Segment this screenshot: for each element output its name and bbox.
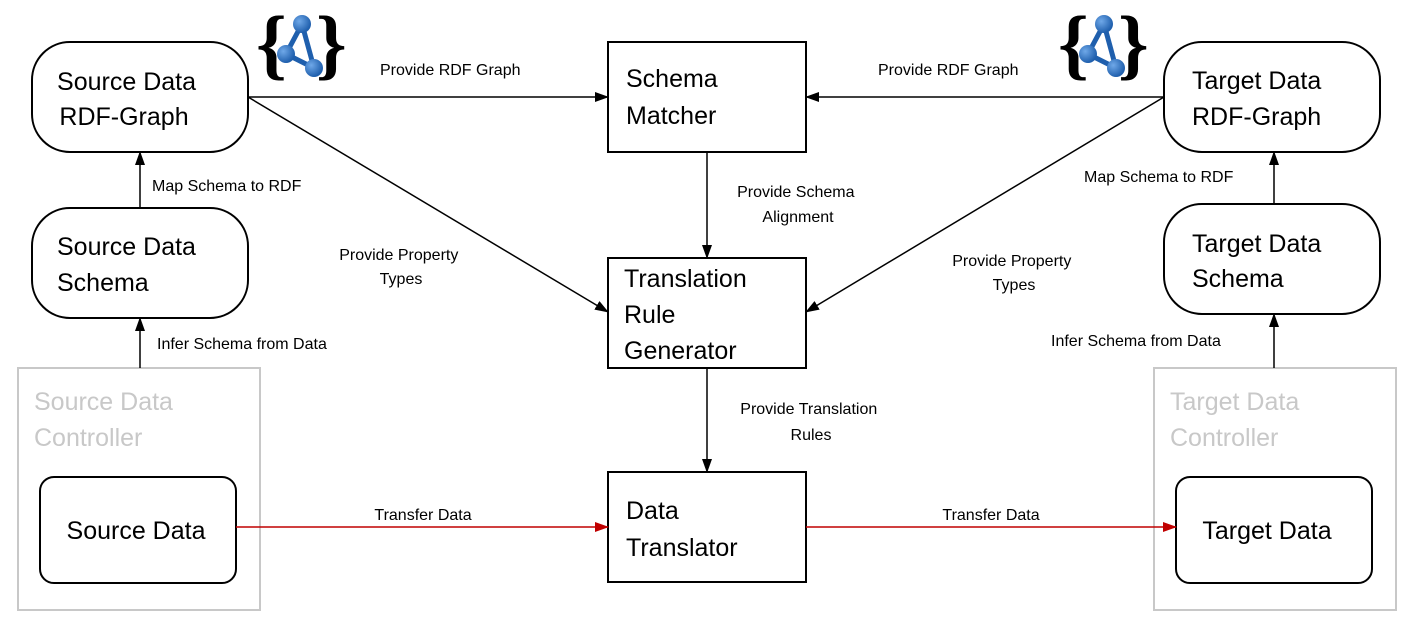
schema-alignment-label: Provide Schema Alignment	[737, 184, 859, 226]
source-data-node	[39, 476, 237, 584]
source-data-rdf-graph-label: Source Data RDF-Graph	[57, 68, 203, 131]
source-data-rdf-graph-node	[31, 41, 249, 153]
target-property-types-label: Provide Property Types	[952, 253, 1076, 294]
target-data-rdf-graph-label: Target Data RDF-Graph	[1192, 67, 1328, 131]
source-data-label: Source Data	[67, 517, 206, 545]
source-data-controller-box	[17, 367, 261, 611]
target-property-types-arrow	[805, 96, 1165, 313]
source-property-types-arrow	[247, 96, 609, 313]
target-data-controller-box	[1153, 367, 1397, 611]
target-data-schema-label: Target Data Schema	[1192, 230, 1328, 293]
sparql-logo-icon: { }	[1058, 0, 1149, 87]
source-property-types-label: Provide Property Types	[339, 247, 463, 288]
data-translator-node	[607, 471, 807, 583]
target-provide-rdf-label: Provide RDF Graph	[878, 62, 1019, 79]
target-data-label: Target Data	[1202, 517, 1331, 545]
translation-rules-label: Provide Translation Rules	[740, 401, 881, 444]
target-map-schema-label: Map Schema to RDF	[1084, 169, 1234, 186]
sparql-logo-icon: { }	[256, 0, 347, 87]
translation-rule-generator-label: Translation Rule Generator	[624, 265, 754, 365]
schema-matcher-label: Schema Matcher	[626, 65, 725, 130]
source-data-schema-label: Source Data Schema	[57, 233, 203, 297]
target-data-rdf-graph-node	[1163, 41, 1381, 153]
source-provide-rdf-label: Provide RDF Graph	[380, 62, 521, 79]
svg-text:{: {	[256, 0, 287, 87]
source-data-schema-node	[31, 207, 249, 319]
translation-rule-generator-node	[607, 257, 807, 369]
schema-matcher-node	[607, 41, 807, 153]
source-transfer-data-label: Transfer Data	[374, 507, 471, 524]
target-data-schema-node	[1163, 203, 1381, 315]
target-data-controller-label: Target Data Controller	[1170, 388, 1306, 452]
source-map-schema-label: Map Schema to RDF	[152, 178, 302, 195]
data-translator-label: Data Translator	[626, 497, 738, 562]
source-infer-schema-label: Infer Schema from Data	[157, 336, 327, 353]
source-data-controller-label: Source Data Controller	[34, 388, 180, 452]
target-infer-schema-label: Infer Schema from Data	[1051, 333, 1221, 350]
target-transfer-data-label: Transfer Data	[942, 507, 1039, 524]
svg-text:{: {	[1058, 0, 1089, 87]
